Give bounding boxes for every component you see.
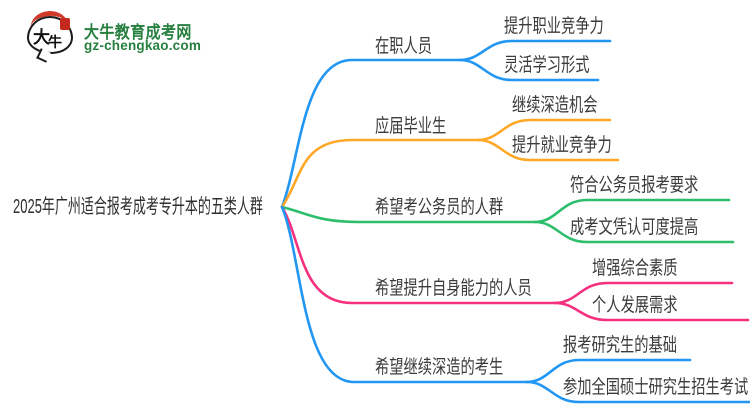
branch-5-child-2-label: 参加全国硕士研究生招生考试 (563, 377, 749, 398)
branch-3-child-2-label: 成考文凭认可度提高 (570, 217, 699, 238)
logo-character-da: 大 (33, 28, 50, 48)
branch-1-child-1-line (458, 39, 612, 62)
root-node-label: 2025年广州适合报考成考专升本的五类人群 (13, 196, 263, 218)
branch-2-child-1-line (476, 118, 612, 142)
branch-2-child-1-label: 继续深造机会 (512, 95, 598, 116)
branch-4-child-2-label: 个人发展需求 (592, 295, 678, 316)
branch-2-trunk-line (280, 138, 480, 209)
branch-5-child-1-line (525, 358, 692, 384)
site-logo[interactable]: 大 牛 大牛教育成考网 gz-chengkao.com (26, 9, 286, 63)
logo-site-url: gz-chengkao.com (84, 38, 202, 53)
logo-site-name: 大牛教育成考网 (84, 23, 192, 42)
branch-1-child-1-label: 提升职业竞争力 (504, 16, 604, 37)
branch-4-child-2-line (553, 301, 750, 322)
branch-4-trunk-line (280, 205, 557, 305)
branch-3-child-1-line (533, 198, 731, 224)
branch-5-trunk-line (280, 205, 529, 384)
branch-5-child-2-line (525, 380, 750, 404)
branch-1-label: 在职人员 (375, 36, 433, 57)
branch-1-trunk-line (280, 58, 462, 209)
branch-1-child-2-label: 灵活学习形式 (504, 55, 590, 76)
logo-red-seal-icon (60, 18, 70, 30)
branch-5-label: 希望继续深造的考生 (375, 357, 504, 378)
branch-1-child-2-line (458, 58, 600, 82)
branch-5-child-1-label: 报考研究生的基础 (563, 335, 678, 356)
branch-2-label: 应届毕业生 (375, 116, 447, 137)
branch-2-child-2-label: 提升就业竞争力 (512, 135, 612, 156)
branch-3-child-1-label: 符合公务员报考要求 (570, 175, 699, 196)
logo-speech-bubble-icon (27, 16, 73, 54)
branch-2-child-2-line (476, 138, 620, 162)
branch-4-child-1-label: 增强综合素质 (592, 258, 678, 279)
branch-3-child-2-line (533, 220, 735, 244)
branch-4-label: 希望提升自身能力的人员 (375, 278, 532, 299)
branch-3-trunk-line (280, 205, 537, 224)
logo-character-niu: 牛 (48, 35, 62, 51)
branch-3-label: 希望考公务员的人群 (375, 197, 504, 218)
